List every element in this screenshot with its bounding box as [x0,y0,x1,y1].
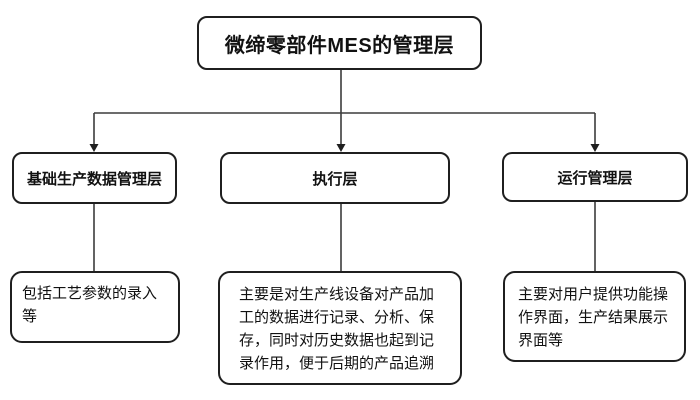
layer-node-basic-data: 基础生产数据管理层 [12,152,177,204]
arrowhead-execution-icon [336,144,346,152]
description-text-operation: 主要对用户提供功能操作界面，生产结果展示界面等 [518,286,669,349]
description-node-execution: 主要是对生产线设备对产品加工的数据进行记录、分析、保存，同时对历史数据也起到记录… [218,271,462,385]
description-text-basic-data: 包括工艺参数的录入等 [22,285,158,325]
description-node-basic-data: 包括工艺参数的录入等 [10,271,180,343]
description-text-execution: 主要是对生产线设备对产品加工的数据进行记录、分析、保存，同时对历史数据也起到记录… [239,286,435,372]
layer-node-operation: 运行管理层 [502,152,688,202]
layer-node-execution: 执行层 [220,152,450,204]
layer-label-operation: 运行管理层 [557,169,633,187]
arrowhead-basic-data-icon [89,144,99,152]
layer-label-execution: 执行层 [312,170,358,188]
title-label: 微缔零部件MES的管理层 [224,34,455,57]
layer-label-basic-data: 基础生产数据管理层 [26,170,162,188]
description-node-operation: 主要对用户提供功能操作界面，生产结果展示界面等 [503,271,686,362]
title-node: 微缔零部件MES的管理层 [197,16,482,70]
arrowhead-operation-icon [590,144,600,152]
